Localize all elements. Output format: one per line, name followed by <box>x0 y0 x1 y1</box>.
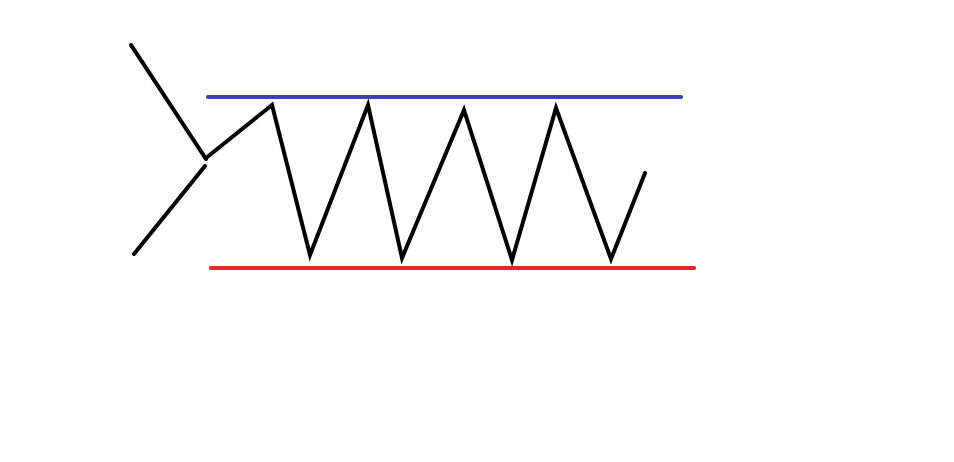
entry-stroke-lower <box>132 164 207 256</box>
entry-stroke-upper <box>129 43 208 161</box>
price-zigzag-path <box>204 98 647 267</box>
